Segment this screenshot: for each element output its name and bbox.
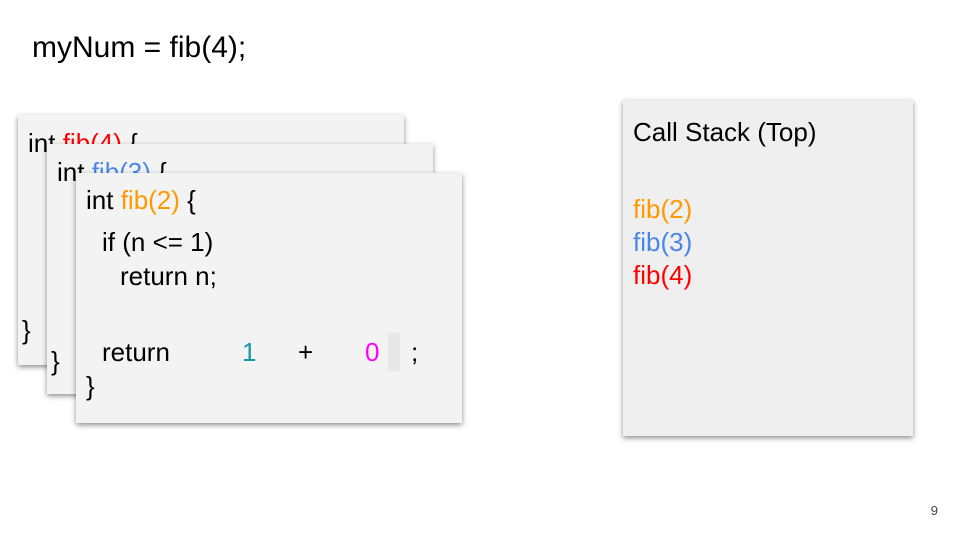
call-stack-item-fib3: fib(3) xyxy=(633,227,693,257)
page-number: 9 xyxy=(930,503,938,518)
call-stack-item-fib4: fib(4) xyxy=(633,260,693,290)
fib2-return-n-line: return n; xyxy=(120,261,217,291)
fib2-return-keyword: return xyxy=(102,337,170,367)
fib3-brace: { xyxy=(150,157,167,187)
semicolon: ; xyxy=(411,337,419,367)
fib4-brace: { xyxy=(121,128,138,158)
fib2-name: fib(2) xyxy=(120,185,180,215)
code-frame-fib2: int fib(2) { if (n <= 1) return n; retur… xyxy=(76,173,462,423)
right-return-value: 0 xyxy=(365,337,380,367)
fib2-if-line: if (n <= 1) xyxy=(102,227,214,257)
plus-operator: + xyxy=(298,337,314,367)
fib4-close-brace: } xyxy=(22,315,31,345)
headline-code: myNum = fib(4); xyxy=(32,31,247,64)
fib2-close-brace: } xyxy=(86,371,95,401)
call-stack-title: Call Stack (Top) xyxy=(633,117,817,147)
fib3-close-brace: } xyxy=(51,346,60,376)
call-stack-list: fib(2) fib(3) fib(4) xyxy=(633,193,692,292)
value-highlight xyxy=(388,333,400,371)
call-stack-panel: Call Stack (Top) fib(2) fib(3) fib(4) xyxy=(623,100,913,436)
call-stack-item-fib2: fib(2) xyxy=(633,194,693,224)
fib2-keyword: int xyxy=(86,185,121,215)
fib2-signature: int fib(2) { xyxy=(86,185,196,215)
fib2-brace: { xyxy=(179,185,196,215)
left-return-value: 1 xyxy=(242,337,257,367)
